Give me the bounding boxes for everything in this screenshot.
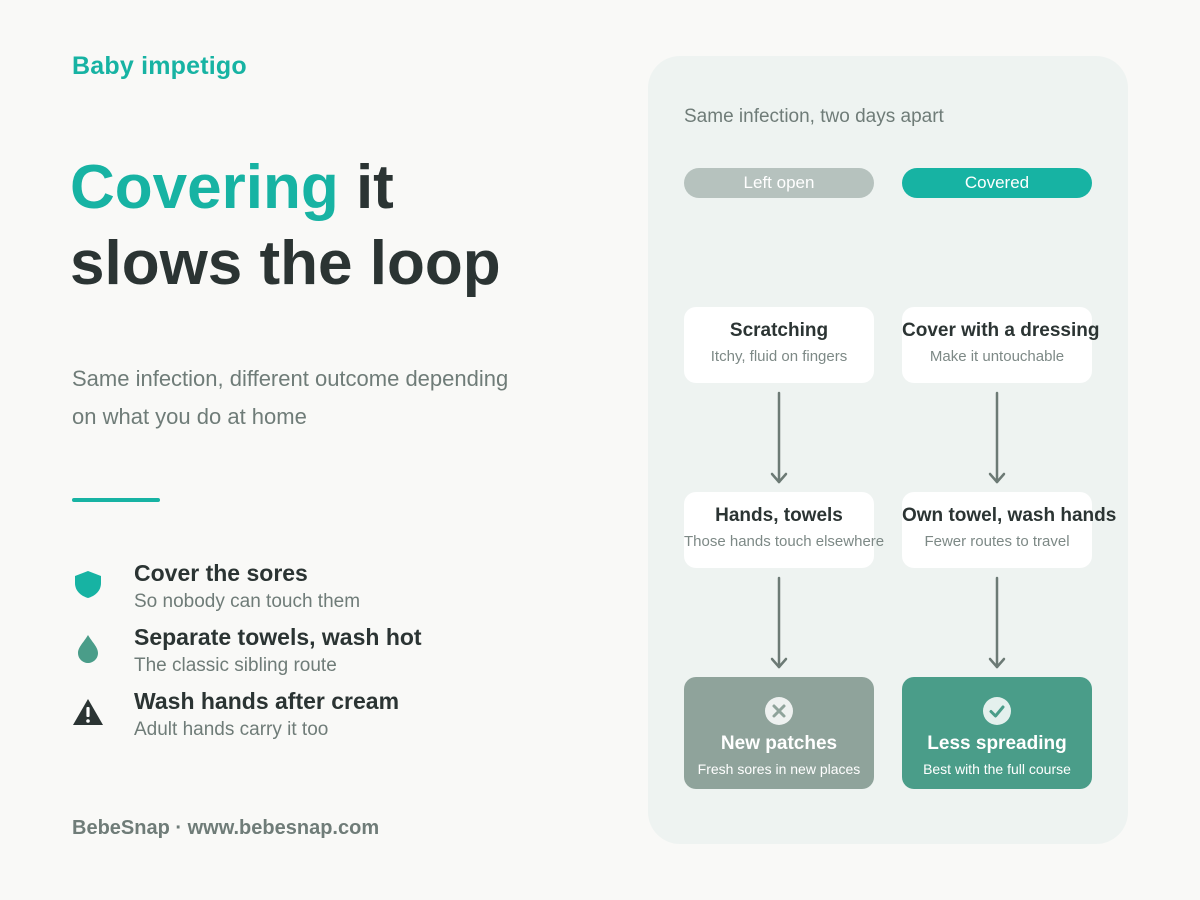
x-icon xyxy=(765,697,793,725)
footer-brand: BebeSnap · www.bebesnap.com xyxy=(72,817,380,839)
step-title: Cover with a dressing xyxy=(902,320,1100,341)
panel-title: Same infection, two days apart xyxy=(684,106,944,127)
tip-title: Wash hands after cream xyxy=(134,688,400,714)
outcome-title: Less spreading xyxy=(927,733,1067,754)
step-hands-towels: Hands, towels Those hands touch elsewher… xyxy=(684,492,885,568)
step-title: Scratching xyxy=(729,320,829,341)
column-label-covered: Covered xyxy=(902,168,1092,198)
headline-accent: Covering xyxy=(70,153,339,222)
tip-separate-towels: Separate towels, wash hot The classic si… xyxy=(72,624,552,688)
tip-subtitle: The classic sibling route xyxy=(134,655,337,676)
outcome-less-spreading: Less spreading Best with the full course xyxy=(902,677,1092,789)
accent-divider xyxy=(72,498,160,502)
step-cover-dressing: Cover with a dressing Make it untouchabl… xyxy=(902,307,1100,383)
step-own-towel: Own towel, wash hands Fewer routes to tr… xyxy=(902,492,1117,568)
headline-rest: it xyxy=(338,153,394,222)
step-subtitle: Make it untouchable xyxy=(929,348,1065,365)
tip-subtitle: So nobody can touch them xyxy=(134,591,361,612)
shield-icon xyxy=(75,571,101,598)
tip-title: Cover the sores xyxy=(134,560,308,586)
outcome-new-patches: New patches Fresh sores in new places xyxy=(684,677,874,789)
column-label-left-open: Left open xyxy=(684,168,874,198)
tips-list: Cover the sores So nobody can touch them… xyxy=(72,560,552,752)
outcome-title: New patches xyxy=(720,733,838,754)
step-subtitle: Those hands touch elsewhere xyxy=(684,533,885,550)
outcome-subtitle: Fresh sores in new places xyxy=(697,761,861,777)
step-subtitle: Fewer routes to travel xyxy=(924,533,1070,550)
headline: Covering it slows the loop xyxy=(70,150,590,302)
outcome-subtitle: Best with the full course xyxy=(923,761,1071,777)
warning-icon xyxy=(73,699,103,725)
tip-wash-hands: Wash hands after cream Adult hands carry… xyxy=(72,688,552,752)
step-subtitle: Itchy, fluid on fingers xyxy=(710,348,848,365)
check-icon xyxy=(983,697,1011,725)
step-scratching: Scratching Itchy, fluid on fingers xyxy=(684,307,874,383)
step-title: Own towel, wash hands xyxy=(902,505,1117,526)
step-title: Hands, towels xyxy=(715,505,843,526)
subtitle: Same infection, different outcome depend… xyxy=(72,366,509,429)
tip-title: Separate towels, wash hot xyxy=(134,624,422,650)
tip-cover-sores: Cover the sores So nobody can touch them xyxy=(72,560,552,624)
tip-subtitle: Adult hands carry it too xyxy=(134,719,329,740)
drop-icon xyxy=(78,635,98,663)
headline-line2: slows the loop xyxy=(70,229,501,298)
topic-label: Baby impetigo xyxy=(72,52,247,80)
